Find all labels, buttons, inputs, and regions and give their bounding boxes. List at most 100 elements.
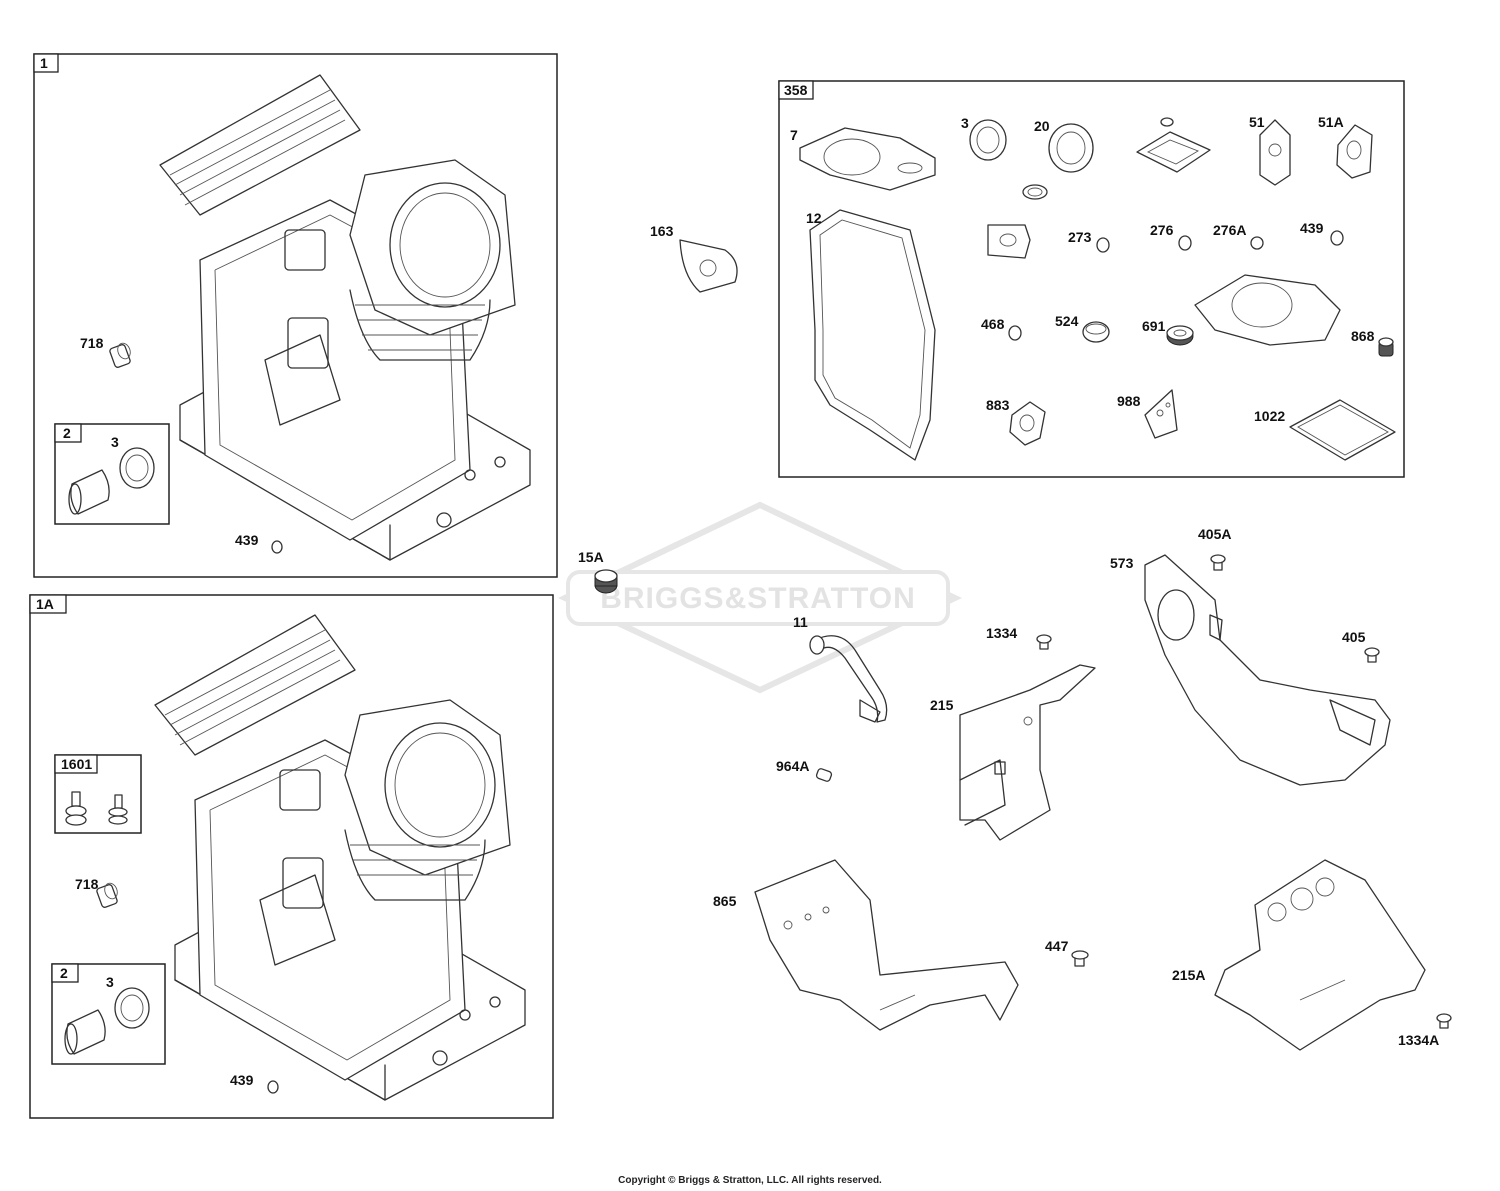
callout-k868: 868 — [1351, 328, 1375, 344]
callout-405: 405 — [1342, 629, 1366, 645]
gasket-51 — [1259, 119, 1291, 186]
seal-20-kit — [1048, 123, 1094, 173]
valve-cover-gasket-1022 — [1289, 399, 1396, 461]
callout-k276: 276 — [1150, 222, 1174, 238]
callout-k20: 20 — [1034, 118, 1050, 134]
callout-215: 215 — [930, 697, 954, 713]
callout-405a: 405A — [1198, 526, 1231, 542]
washer-273 — [1096, 237, 1110, 253]
bushing-718-bottom — [96, 882, 118, 908]
plug-15a — [594, 569, 618, 594]
washer-276 — [1178, 235, 1192, 251]
bolt-405 — [1364, 647, 1380, 663]
gasket-988 — [1144, 389, 1178, 439]
box-1-tag — [33, 53, 59, 73]
callout-k691: 691 — [1142, 318, 1166, 334]
crankcase-top — [159, 74, 531, 561]
gasket-square-kit — [1136, 117, 1211, 173]
box-1-label: 1 — [40, 55, 48, 71]
washer-439-top — [271, 540, 283, 554]
backplate-573 — [1144, 554, 1391, 786]
bearing-sleeve-top — [68, 469, 110, 515]
callout-k12: 12 — [806, 210, 822, 226]
breather-tube-11 — [809, 635, 888, 723]
shroud-215a — [1214, 859, 1426, 1051]
bushing-718-top — [109, 342, 131, 368]
callout-3-bottom: 3 — [106, 974, 114, 990]
washer-276a — [1250, 236, 1264, 250]
callout-k3: 3 — [961, 115, 969, 131]
box-1601-label: 1601 — [61, 756, 92, 772]
callout-718-bottom: 718 — [75, 876, 99, 892]
callout-k51a: 51A — [1318, 114, 1344, 130]
head-gasket-large-kit — [1194, 274, 1341, 346]
callout-439-top: 439 — [235, 532, 259, 548]
bolt-1601-dark — [65, 791, 87, 826]
box-2-bottom-tag — [51, 963, 79, 983]
box-358-label: 358 — [784, 82, 808, 98]
pin-964a — [815, 768, 833, 782]
crankcase-gasket-12 — [809, 209, 936, 461]
watermark-logo: BRIGGS&STRATTON — [558, 501, 962, 694]
callout-718-top: 718 — [80, 335, 104, 351]
callout-k988: 988 — [1117, 393, 1141, 409]
callout-1334a: 1334A — [1398, 1032, 1439, 1048]
gasket-intake-kit — [987, 224, 1031, 259]
seal-3-kit — [969, 119, 1007, 161]
callout-k51: 51 — [1249, 114, 1265, 130]
callout-k524: 524 — [1055, 313, 1079, 329]
box-2-top-frame — [54, 423, 170, 525]
crankcase-bottom — [154, 614, 526, 1101]
callout-439-bottom: 439 — [230, 1072, 254, 1088]
callout-865: 865 — [713, 893, 737, 909]
seal-3-bottom — [114, 987, 150, 1029]
bolt-1334 — [1036, 634, 1052, 650]
copyright-notice: Copyright © Briggs & Stratton, LLC. All … — [618, 1175, 882, 1186]
callout-k276a: 276A — [1213, 222, 1246, 238]
callout-k1022: 1022 — [1254, 408, 1285, 424]
seal-3-top — [119, 447, 155, 489]
shroud-865 — [754, 859, 1019, 1031]
box-358-frame — [778, 80, 1405, 478]
valve-seal-868 — [1378, 337, 1394, 357]
callout-3-top: 3 — [111, 434, 119, 450]
callout-k883: 883 — [986, 397, 1010, 413]
shroud-215 — [959, 664, 1096, 841]
box-1a-label: 1A — [36, 596, 54, 612]
seal-691 — [1166, 325, 1194, 346]
callout-1334: 1334 — [986, 625, 1017, 641]
callout-15a: 15A — [578, 549, 604, 565]
box-2-bottom-frame — [51, 963, 166, 1065]
box-1601-tag — [54, 754, 98, 774]
gasket-883 — [1009, 401, 1046, 446]
bolt-447 — [1071, 950, 1089, 967]
gasket-163 — [679, 239, 738, 293]
callout-k439: 439 — [1300, 220, 1324, 236]
callout-11: 11 — [793, 614, 808, 630]
callout-163: 163 — [650, 223, 674, 239]
callout-k273: 273 — [1068, 229, 1092, 245]
box-2-top-tag — [54, 423, 82, 443]
ring-gasket-kit — [1022, 184, 1048, 200]
gasket-51a — [1336, 124, 1373, 179]
washer-439-kit — [1330, 230, 1344, 246]
callout-k7: 7 — [790, 127, 798, 143]
box-1601-frame — [54, 754, 142, 834]
washer-468 — [1008, 325, 1022, 341]
bearing-sleeve-bottom — [64, 1009, 106, 1055]
box-358-tag — [778, 80, 814, 100]
box-2-top-label: 2 — [63, 425, 71, 441]
bolt-1334a — [1436, 1013, 1452, 1029]
callout-215a: 215A — [1172, 967, 1205, 983]
head-gasket-7 — [799, 127, 936, 191]
watermark-text: BRIGGS&STRATTON — [600, 582, 916, 615]
callout-964a: 964A — [776, 758, 809, 774]
bolt-405a — [1210, 554, 1226, 571]
box-1-frame — [33, 53, 558, 578]
box-1a-frame — [29, 594, 554, 1119]
box-2-bottom-label: 2 — [60, 965, 68, 981]
box-1a-tag — [29, 594, 67, 614]
callout-447: 447 — [1045, 938, 1069, 954]
callout-k468: 468 — [981, 316, 1005, 332]
